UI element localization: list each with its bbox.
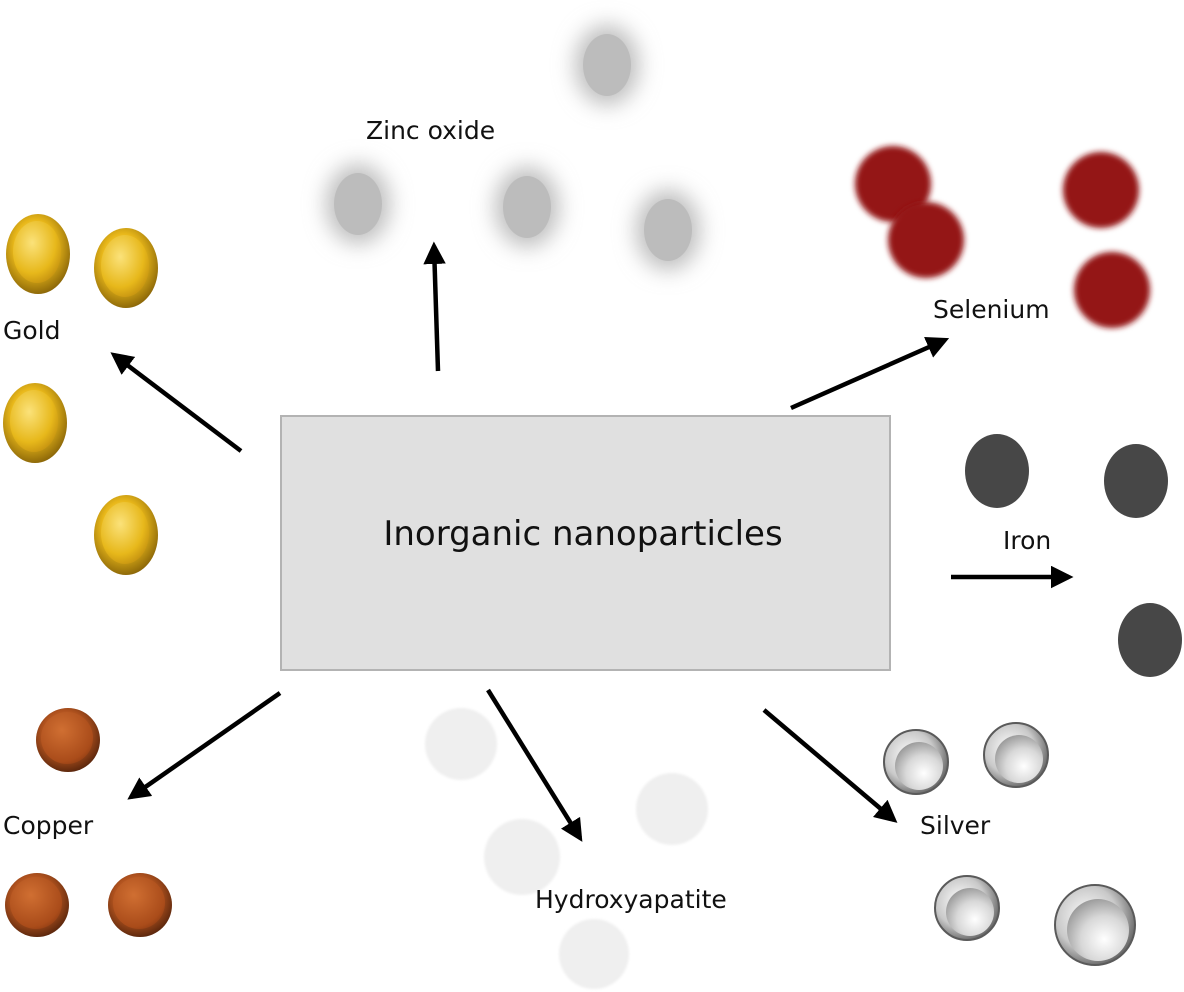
iron-label: Iron [1003, 526, 1051, 555]
hydroxyapatite-group: Hydroxyapatite [425, 708, 727, 989]
arrow-silver [764, 710, 894, 820]
arrow-gold [114, 355, 241, 451]
central-box-label: Inorganic nanoparticles [383, 514, 782, 554]
central-box: Inorganic nanoparticles [281, 416, 890, 670]
copper-label: Copper [3, 811, 94, 840]
zinc-oxide-particle [575, 25, 639, 105]
copper-group: Copper [3, 708, 172, 937]
gold-particle [3, 383, 67, 463]
zinc-oxide-particle [326, 164, 390, 244]
copper-particle [36, 708, 100, 772]
selenium-group: Selenium [855, 146, 1150, 328]
gold-particle [94, 495, 158, 575]
copper-particle [108, 873, 172, 937]
arrow-selenium [791, 340, 945, 408]
silver-particle [884, 730, 948, 794]
iron-group: Iron [965, 434, 1182, 677]
zinc-oxide-label: Zinc oxide [366, 116, 495, 145]
silver-label: Silver [920, 811, 991, 840]
silver-group: Silver [884, 723, 1135, 965]
hydroxyapatite-particle [559, 919, 629, 989]
gold-label: Gold [3, 316, 60, 345]
iron-particle [965, 434, 1029, 508]
selenium-label: Selenium [933, 295, 1050, 324]
iron-particle [1118, 603, 1182, 677]
hydroxyapatite-particle [636, 773, 708, 845]
selenium-particle [888, 202, 964, 278]
hydroxyapatite-particle [425, 708, 497, 780]
arrow-zinc-oxide [434, 246, 438, 371]
silver-particle [1055, 885, 1135, 965]
selenium-particle [1063, 152, 1139, 228]
hydroxyapatite-label: Hydroxyapatite [535, 885, 727, 914]
silver-particle [984, 723, 1048, 787]
copper-particle [5, 873, 69, 937]
zinc-oxide-particle [495, 167, 559, 247]
arrow-hydroxyapatite [488, 690, 580, 838]
zinc-oxide-group: Zinc oxide [326, 25, 700, 270]
gold-particle [94, 228, 158, 308]
gold-particle [6, 214, 70, 294]
iron-particle [1104, 444, 1168, 518]
gold-group: Gold [3, 214, 158, 575]
arrow-copper [131, 693, 280, 797]
hydroxyapatite-particle [484, 819, 560, 895]
silver-particle [935, 876, 999, 940]
zinc-oxide-particle [636, 190, 700, 270]
selenium-particle [1074, 252, 1150, 328]
